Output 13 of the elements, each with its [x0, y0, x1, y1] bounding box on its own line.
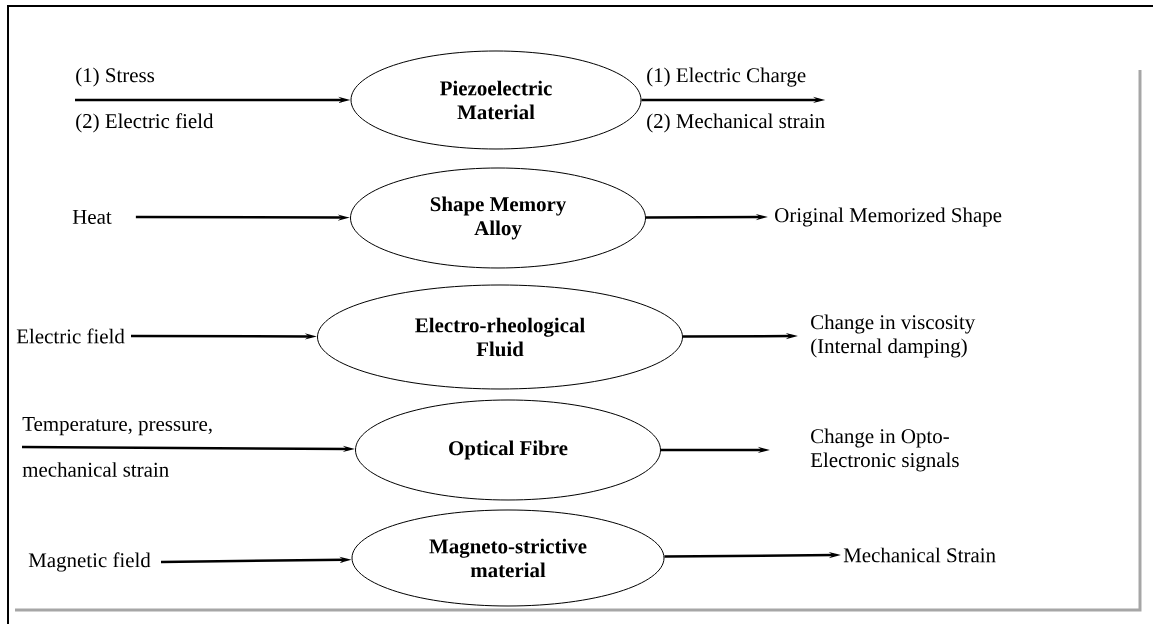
output-text: Original Memorized Shape	[775, 207, 1002, 227]
output-text: (2) Mechanical strain	[647, 113, 825, 133]
input-text: (1) Stress	[76, 67, 155, 87]
input-text: mechanical strain	[22, 462, 169, 477]
output-text: Mechanical Strain	[843, 547, 996, 563]
input-text: Temperature, pressure,	[22, 417, 212, 436]
input-text: Magnetic field	[28, 552, 151, 572]
input-text: Electric field	[16, 328, 125, 344]
output-text: Change in viscosity (Internal damping)	[811, 314, 976, 358]
output-text: Change in Opto- Electronic signals	[810, 428, 959, 472]
input-text: (2) Electric field	[76, 113, 214, 133]
output-text: (1) Electric Charge	[647, 67, 806, 87]
input-text: Heat	[72, 210, 112, 224]
